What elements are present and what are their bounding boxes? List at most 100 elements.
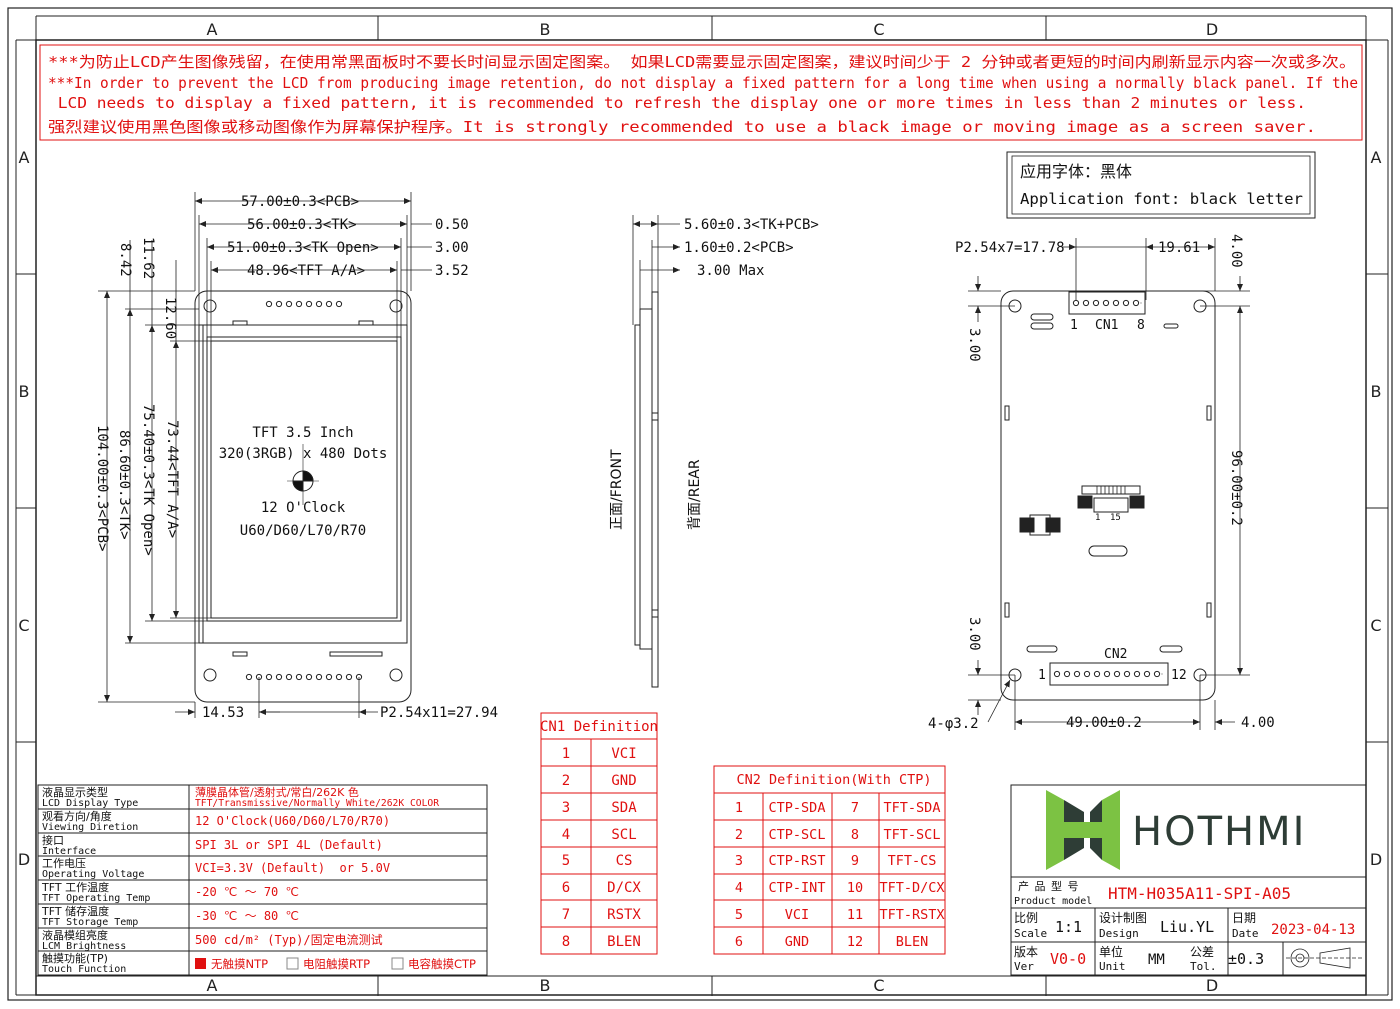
- cn2-pin-name: TFT-SCL: [884, 827, 941, 843]
- cn2-pin-name: CTP-SDA: [769, 800, 826, 816]
- col-letter-top: A: [207, 20, 218, 39]
- spec-value: 12 O'Clock(U60/D60/L70/R70): [195, 814, 390, 828]
- front-dimensions: [98, 192, 432, 718]
- screen-resolution-label: 320(3RGB) x 480 Dots: [219, 446, 388, 462]
- cn2-pin-number: 6: [735, 934, 743, 950]
- fpc-pin-last: 15: [1110, 513, 1121, 523]
- dim-tft-aa-width: 48.96<TFT A/A>: [247, 263, 365, 279]
- frame: [7, 7, 1393, 1001]
- version-value: V0-0: [1050, 950, 1086, 968]
- notice-line-1: ***为防止LCD产生图像残留，在使用常黑面板时不要长时间显示固定图案。 如果L…: [48, 53, 1356, 71]
- cn1-pin-number: 3: [562, 800, 570, 816]
- col-letter-top: D: [1206, 20, 1218, 39]
- date-label-cn: 日期: [1232, 911, 1256, 925]
- cn2-pin-name: BLEN: [896, 934, 929, 950]
- dim-right-2: 3.00: [435, 240, 469, 256]
- col-letter-top: C: [873, 20, 884, 39]
- spec-value: -30 ℃ ～ 80 ℃: [195, 909, 299, 923]
- cn1-pin-name: VCI: [611, 746, 636, 762]
- spec-label-en: Operating Voltage: [42, 869, 144, 880]
- hothmi-logo: HOTHMI: [1046, 790, 1304, 870]
- dim-bottom-offset: 14.53: [202, 705, 244, 721]
- cn2-pin-number: 5: [735, 907, 743, 923]
- side-view: [632, 215, 680, 688]
- dim-rear-left-bottom: 3.00: [966, 617, 982, 651]
- tolerance-value: ±0.3: [1228, 950, 1264, 968]
- cn2-pin-name: TFT-D/CX: [879, 880, 944, 896]
- spec-value: SPI 3L or SPI 4L (Default): [195, 838, 383, 852]
- spec-label-cn: TFT 工作温度: [41, 880, 109, 894]
- spec-label-cn: 接口: [42, 834, 64, 847]
- cn1-pin-number: 8: [562, 934, 570, 950]
- model-label-en: Product model: [1014, 896, 1092, 907]
- rear-fpc-pins: [1096, 486, 1126, 494]
- spec-label-cn: 观看方向/角度: [42, 809, 112, 823]
- dim-right-3: 3.52: [435, 263, 469, 279]
- dim-hole-pitch-horizontal: 49.00±0.2: [1066, 715, 1142, 731]
- cn2-pin-number: 11: [847, 907, 863, 923]
- row-letter-left: A: [19, 148, 30, 167]
- spec-value-en: TFT/Transmissive/Normally White/262K COL…: [195, 798, 439, 809]
- dim-tk-width: 56.00±0.3<TK>: [247, 217, 357, 233]
- dim-rear-left-top: 3.00: [966, 328, 982, 362]
- cn1-label: CN1: [1095, 318, 1118, 333]
- font-box: 应用字体：黑体 Application font: black letter: [1006, 151, 1316, 219]
- rear-side-label: 背面/REAR: [687, 459, 703, 530]
- cn1-connector: [1068, 291, 1146, 315]
- projection-symbol-icon: [1286, 947, 1362, 969]
- spec-label-cn: 工作电压: [42, 857, 86, 870]
- design-label-en: Design: [1099, 927, 1139, 940]
- spec-label-cn: 触摸功能(TP): [42, 951, 108, 965]
- cn1-pin-name: SCL: [611, 827, 636, 843]
- spec-label-en: TFT Storage Temp: [42, 917, 138, 928]
- cn2-pin-last: 12: [1171, 668, 1187, 683]
- dim-left-small-3: 12.60: [162, 297, 178, 339]
- cn2-pin-name: GND: [785, 934, 809, 950]
- spec-value: 500 cd/m² (Typ)/固定电流测试: [195, 932, 383, 947]
- cn1-pin-number: 4: [562, 827, 570, 843]
- row-letter-left: D: [18, 850, 30, 869]
- hole-callout: 4-φ3.2: [928, 716, 979, 732]
- notice-line-4: 强烈建议使用黑色图像或移动图像作为屏幕保护程序。It is strongly r…: [48, 118, 1316, 136]
- dim-cn1-pitch: P2.54x7=17.78: [955, 240, 1065, 256]
- col-letter-bottom: B: [540, 976, 551, 995]
- cn2-pin-number: 10: [847, 880, 863, 896]
- cn2-pin-name: CTP-INT: [769, 880, 826, 896]
- touch-option-checkbox-checked: [195, 958, 206, 969]
- notice-box: ***为防止LCD产生图像残留，在使用常黑面板时不要长时间显示固定图案。 如果L…: [39, 44, 1363, 141]
- touch-options: 无触摸NTP 电阻触摸RTP 电容触摸CTP: [195, 957, 476, 971]
- cn2-pin-number: 9: [851, 853, 859, 869]
- cn2-pin-name: CTP-RST: [769, 853, 826, 869]
- fpc-pin-first: 1: [1095, 513, 1100, 523]
- dim-rear-right-top: 4.00: [1228, 234, 1244, 268]
- dim-cn1-offset: 19.61: [1158, 240, 1200, 256]
- cn1-pin-name: BLEN: [607, 934, 641, 950]
- dim-pcb-width: 57.00±0.3<PCB>: [241, 194, 359, 210]
- cn2-pin-name: TFT-CS: [888, 853, 937, 869]
- front-screen-text: TFT 3.5 Inch 320(3RGB) x 480 Dots 12 O'C…: [219, 425, 388, 539]
- dim-tk-height: 86.60±0.3<TK>: [116, 430, 132, 540]
- row-letter-right: B: [1371, 382, 1382, 401]
- unit-value: MM: [1148, 952, 1165, 968]
- cn1-pin-name: GND: [611, 773, 636, 789]
- spec-label-en: Interface: [42, 846, 96, 857]
- scale-value: 1:1: [1055, 918, 1082, 936]
- spec-label-cn: 液晶显示类型: [42, 785, 108, 799]
- dim-hole-pitch-vertical: 96.00±0.2: [1228, 450, 1244, 526]
- cn1-pin-number: 6: [562, 880, 570, 896]
- cn1-pin-number: 5: [562, 853, 570, 869]
- cn1-table-title: CN1 Definition: [540, 719, 658, 735]
- col-letter-top: B: [540, 20, 551, 39]
- cn2-pin-name: TFT-RSTX: [879, 907, 944, 923]
- spec-label-en: Viewing Diretion: [42, 822, 138, 833]
- cn1-pin-name: SDA: [611, 800, 637, 816]
- cn2-pin-name: TFT-SDA: [884, 800, 941, 816]
- cn2-pin-number: 1: [735, 800, 743, 816]
- touch-option-label: 无触摸NTP: [211, 957, 268, 971]
- rear-dimensions: [968, 238, 1250, 730]
- col-letter-bottom: D: [1206, 976, 1218, 995]
- dim-side-max: 3.00 Max: [697, 263, 764, 279]
- cn2-pin-first: 1: [1038, 668, 1046, 683]
- rear-labels: P2.54x7=17.78 19.61 4.00 3.00 96.00±0.2 …: [928, 234, 1275, 732]
